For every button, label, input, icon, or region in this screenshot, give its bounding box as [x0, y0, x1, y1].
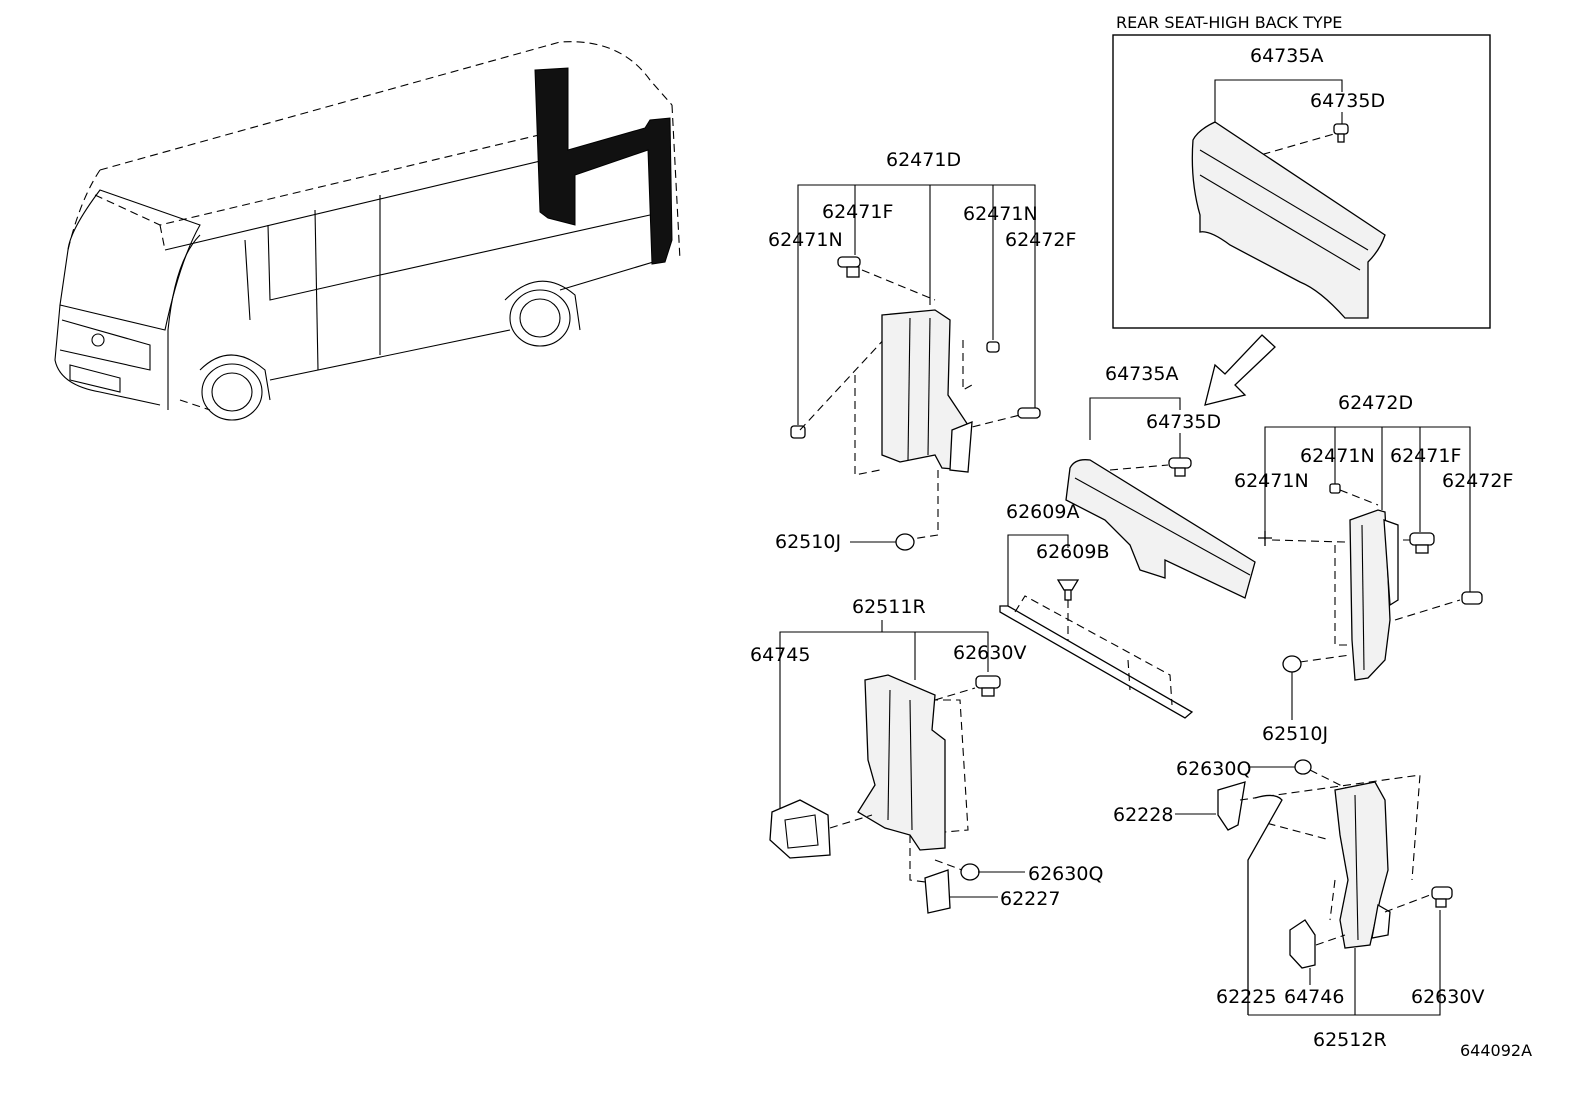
label-62511R: 62511R — [852, 596, 926, 618]
label-62471N-left-b: 62471N — [768, 229, 843, 251]
quarter-trim-62512R — [1334, 781, 1389, 949]
label-62609B: 62609B — [1036, 541, 1109, 563]
clip-icon — [1431, 886, 1453, 908]
clip-icon — [1258, 531, 1272, 546]
bracket-62227 — [924, 869, 951, 914]
clip-icon — [975, 675, 1001, 697]
clip-icon — [895, 533, 915, 551]
clip-icon — [1168, 457, 1192, 477]
quarter-trim-62511R — [857, 674, 946, 851]
label-62227: 62227 — [1000, 888, 1060, 910]
rear-seat-back-panel — [1065, 459, 1256, 599]
assembly-62512R: 62630Q 62228 62225 64746 62630V 62512R — [1113, 758, 1484, 1051]
assembly-62609A: 62609A 62609B — [999, 501, 1194, 719]
inset-title: REAR SEAT-HIGH BACK TYPE — [1116, 13, 1342, 32]
clip-icon — [1056, 579, 1080, 601]
label-64746: 64746 — [1284, 986, 1344, 1008]
clip-icon — [1017, 407, 1041, 419]
clip-icon — [1409, 532, 1435, 554]
label-62471D: 62471D — [886, 149, 961, 171]
label-62472F-right: 62472F — [1442, 470, 1513, 492]
trim-cover-64745 — [769, 799, 831, 859]
inset-rear-seat-high-back: REAR SEAT-HIGH BACK TYPE 64735A 64735D — [1112, 13, 1491, 329]
rear-seat-back-panel — [1191, 121, 1386, 319]
clip-icon — [1282, 655, 1302, 673]
label-64735D: 64735D — [1146, 411, 1221, 433]
label-62471F-right: 62471F — [1390, 445, 1461, 467]
clip-icon — [960, 863, 980, 881]
label-62510J-left: 62510J — [775, 531, 841, 553]
clip-icon — [837, 256, 861, 278]
clip-icon — [1333, 123, 1349, 143]
scuff-plate-62609A — [999, 605, 1194, 719]
label-62630V-right: 62630V — [1411, 986, 1484, 1008]
label-62512R: 62512R — [1313, 1029, 1387, 1051]
label-64735D-inset: 64735D — [1310, 90, 1385, 112]
label-64735A-inset: 64735A — [1250, 45, 1323, 67]
clip-icon — [986, 341, 1000, 353]
label-62510J-right: 62510J — [1262, 723, 1328, 745]
label-62472F-left: 62472F — [1005, 229, 1076, 251]
label-62630V-left: 62630V — [953, 642, 1026, 664]
clip-icon — [1294, 759, 1312, 775]
label-62630Q-left: 62630Q — [1028, 863, 1103, 885]
label-62471N-right-a: 62471N — [1300, 445, 1375, 467]
label-62609A: 62609A — [1006, 501, 1079, 523]
clip-icon — [790, 425, 806, 439]
label-64735A: 64735A — [1105, 363, 1178, 385]
trim-cover-64746 — [1289, 919, 1316, 969]
assembly-62471D: 62471D 62471F 62471N 62471N 62472F — [768, 149, 1076, 553]
bracket-62228 — [1217, 781, 1246, 831]
label-62471N-left-a: 62471N — [963, 203, 1038, 225]
label-62472D: 62472D — [1338, 392, 1413, 414]
assembly-64735A: 64735A 64735D — [1065, 363, 1256, 599]
label-62630Q-right: 62630Q — [1176, 758, 1251, 780]
assembly-62472D: 62472D 62471N 62471F 62471N 62472F — [1234, 392, 1513, 745]
arrow-indicator — [1204, 334, 1276, 406]
van-overview-illustration — [54, 41, 681, 421]
label-62225: 62225 — [1216, 986, 1276, 1008]
clip-icon — [1461, 591, 1483, 605]
clip-icon — [1329, 483, 1341, 494]
pillar-garnish-62472D — [1349, 509, 1391, 681]
label-62471F-left: 62471F — [822, 201, 893, 223]
assembly-62511R: 62511R 64745 62630V 62630Q 62227 — [750, 596, 1103, 914]
label-64745: 64745 — [750, 644, 810, 666]
label-62471N-right-b: 62471N — [1234, 470, 1309, 492]
figure-id: 644092A — [1460, 1041, 1532, 1060]
label-62228: 62228 — [1113, 804, 1173, 826]
